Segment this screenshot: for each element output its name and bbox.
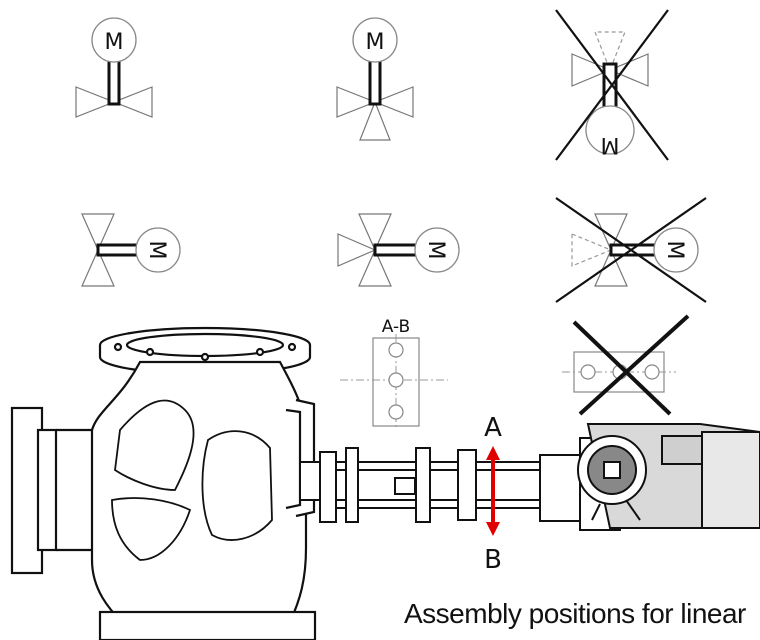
symbol-2way-vertical: M [75, 17, 153, 118]
flange-pattern-allowed: A-B [340, 317, 448, 428]
motor-label: M [366, 30, 385, 55]
symbol-horizontal-not-allowed: M [555, 197, 707, 303]
arrow-label-a: A [484, 413, 502, 443]
caption: Assembly positions for linear [404, 598, 746, 629]
motor-label-rotated: M [423, 241, 448, 260]
symbol-inverted-not-allowed: M [555, 9, 669, 161]
motor-icon [414, 227, 460, 273]
motor-icon [352, 17, 398, 63]
flange-pattern-not-allowed [562, 314, 690, 416]
motor-icon [585, 105, 635, 155]
motor-icon [135, 227, 181, 273]
motor-label-rotated: M [144, 241, 169, 260]
symbol-3way-vertical: M [336, 17, 414, 141]
cross-out-icon [572, 320, 672, 416]
stroke-arrow: A B [484, 413, 502, 575]
linear-actuator [299, 423, 760, 531]
motor-label-inverted: M [601, 132, 620, 157]
motor-icon [91, 17, 137, 63]
valve-body [10, 326, 317, 640]
symbol-3way-horizontal: M [337, 213, 460, 287]
motor-label: M [105, 30, 124, 55]
arrow-label-b: B [484, 545, 502, 575]
motor-icon [653, 227, 699, 273]
motor-label-rotated: M [662, 241, 687, 260]
section-label: A-B [382, 317, 410, 337]
symbol-2way-horizontal: M [81, 213, 181, 287]
